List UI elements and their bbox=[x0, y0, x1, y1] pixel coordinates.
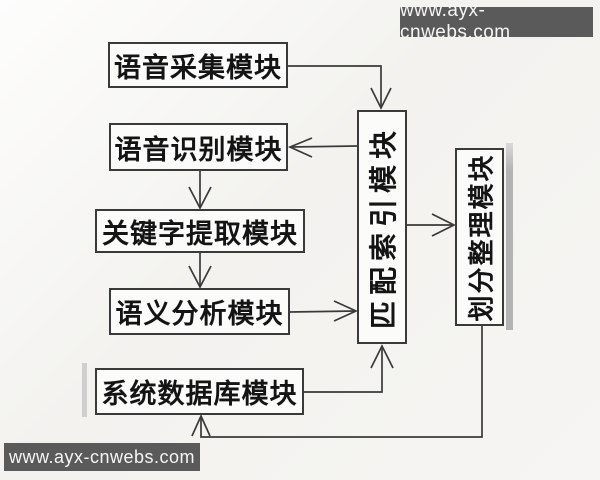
node-partition-organize-label: 划分整理模块 bbox=[467, 152, 498, 322]
edge-system-database-to-matching-index bbox=[304, 344, 394, 393]
edge-matching-index-to-partition-organize bbox=[407, 213, 456, 237]
edge-semantic-analysis-to-matching-index bbox=[289, 300, 359, 322]
node-partition-organize: 划分整理模块 bbox=[455, 148, 504, 326]
node-semantic-analysis-label: 语义分析模块 bbox=[115, 299, 284, 330]
scan-shadow-left bbox=[82, 363, 87, 417]
node-matching-index-label: 匹配索引模块 bbox=[367, 124, 401, 330]
node-matching-index: 匹配索引模块 bbox=[357, 110, 407, 344]
node-voice-collection: 语音采集模块 bbox=[108, 42, 288, 88]
edge-matching-index-to-voice-recognition bbox=[287, 137, 358, 158]
node-voice-recognition-label: 语音识别模块 bbox=[114, 134, 283, 166]
node-voice-recognition: 语音识别模块 bbox=[109, 123, 288, 171]
scan-shadow-right bbox=[506, 143, 513, 330]
edge-voice-collection-to-matching-index bbox=[288, 65, 392, 110]
node-voice-collection-label: 语音采集模块 bbox=[114, 52, 282, 84]
edge-voice-recognition-to-keyword-extraction bbox=[188, 171, 212, 210]
node-keyword-extraction-label: 关键字提取模块 bbox=[102, 218, 298, 250]
node-system-database: 系统数据库模块 bbox=[95, 368, 304, 415]
node-semantic-analysis: 语义分析模块 bbox=[109, 288, 290, 335]
edge-keyword-extraction-to-semantic-analysis bbox=[188, 253, 212, 289]
watermark-banner-top: www.ayx-cnwebs.com bbox=[400, 0, 593, 43]
watermark-banner-bottom: www.ayx-cnwebs.com bbox=[4, 443, 200, 471]
edge-partition-organize-to-system-database bbox=[191, 326, 483, 438]
node-system-database-label: 系统数据库模块 bbox=[101, 379, 298, 410]
node-keyword-extraction: 关键字提取模块 bbox=[95, 209, 305, 253]
